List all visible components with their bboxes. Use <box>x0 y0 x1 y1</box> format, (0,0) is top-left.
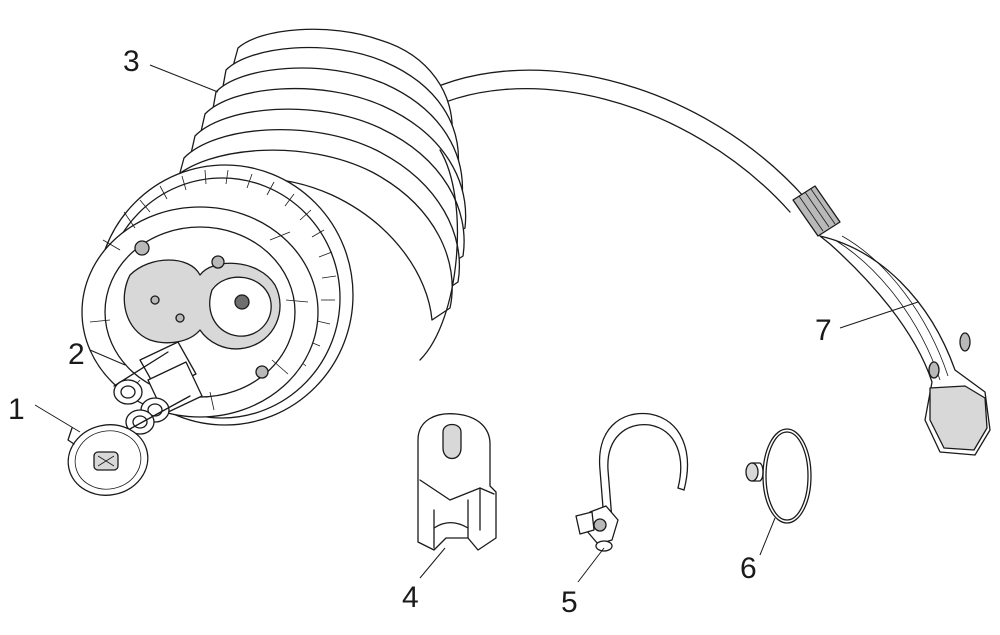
part-1-cap <box>67 424 149 496</box>
callout-4: 4 <box>402 581 419 614</box>
callout-1: 1 <box>8 393 25 426</box>
part-7-cable-probe <box>409 69 991 456</box>
part-2-batteries <box>113 341 203 435</box>
leader-line-1 <box>34 404 81 433</box>
callout-6: 6 <box>740 552 757 585</box>
callout-7: 7 <box>815 314 832 347</box>
callout-2: 2 <box>68 338 85 371</box>
part-6-oring <box>745 428 812 524</box>
leader-line-2 <box>89 349 126 366</box>
part-3-radiation-shield <box>81 28 467 426</box>
leader-line-5 <box>577 547 605 583</box>
leader-line-6 <box>759 517 776 556</box>
leader-lines <box>34 64 919 583</box>
callout-5: 5 <box>561 586 578 619</box>
leader-line-3 <box>149 64 219 93</box>
leader-line-7 <box>839 301 919 329</box>
callout-3: 3 <box>123 45 140 78</box>
part-4-bracket <box>417 413 497 551</box>
leader-line-4 <box>419 547 446 579</box>
part-5-hook <box>575 412 688 552</box>
